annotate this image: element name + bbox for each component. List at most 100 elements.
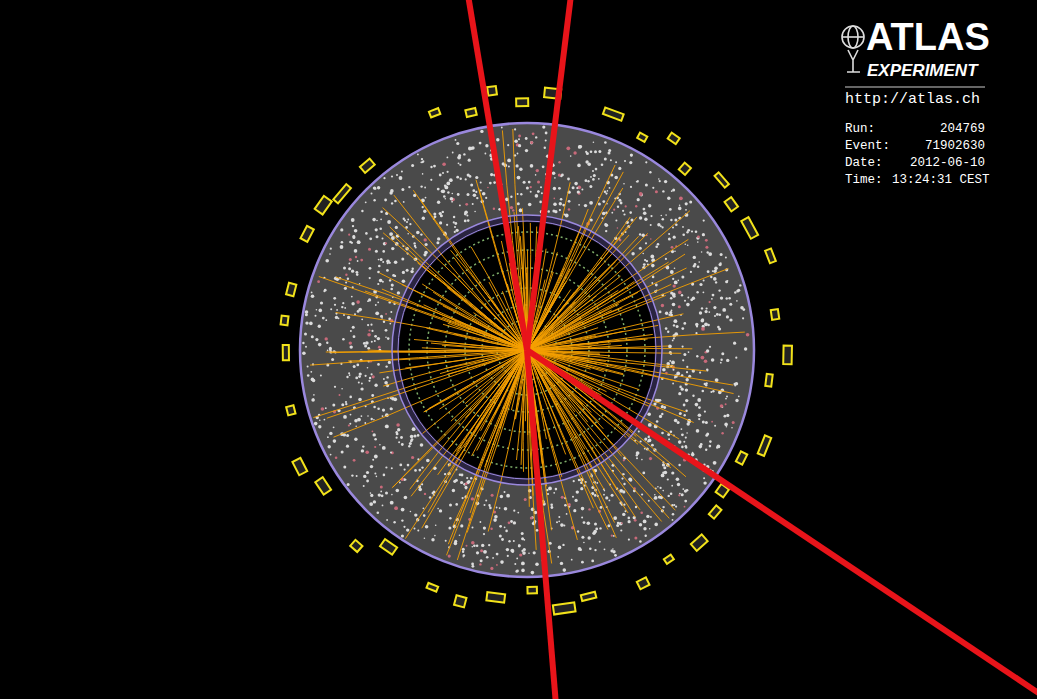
cell-hit [701, 251, 703, 253]
cell-hit [401, 188, 404, 191]
cell-hit [463, 556, 465, 558]
cell-hit [398, 441, 400, 443]
cell-hit [640, 440, 642, 442]
cell-hit [653, 403, 656, 406]
cell-hit [701, 307, 703, 309]
cell-hit [352, 225, 354, 227]
cell-hit [440, 214, 443, 217]
cell-hit [382, 415, 384, 417]
cell-hit [598, 150, 601, 153]
cell-hit [612, 548, 614, 550]
cell-hit [365, 451, 369, 455]
cell-hit [613, 209, 615, 211]
cell-hit [634, 537, 637, 540]
cell-hit [715, 378, 719, 382]
cell-hit [716, 313, 719, 316]
cell-hit [672, 340, 674, 342]
cell-hit [396, 437, 398, 439]
muon-chamber [360, 159, 375, 173]
cell-hit [424, 251, 428, 255]
cell-hit [623, 459, 625, 461]
cell-hit [517, 153, 519, 155]
cell-hit [682, 346, 684, 348]
cell-hit [335, 457, 338, 460]
cell-hit [353, 459, 356, 462]
cell-hit [676, 372, 680, 376]
cell-hit [731, 427, 733, 429]
cell-hit [316, 309, 318, 311]
cell-hit [674, 250, 676, 252]
cell-hit [431, 538, 434, 541]
cell-hit [393, 521, 395, 523]
cell-hit [434, 535, 436, 537]
cell-hit [673, 284, 676, 287]
cell-hit [318, 343, 322, 347]
cell-hit [507, 555, 509, 557]
cell-hit [610, 159, 612, 161]
cell-hit [535, 174, 537, 176]
cell-hit [645, 242, 647, 244]
cell-hit [533, 551, 536, 554]
cell-hit [562, 544, 564, 546]
cell-hit [361, 449, 364, 452]
cell-hit [305, 321, 308, 324]
cell-hit [500, 560, 504, 564]
cell-hit [687, 297, 689, 299]
cell-hit [389, 232, 393, 236]
particle-track [450, 350, 527, 447]
cell-hit [703, 291, 705, 293]
cell-hit [572, 186, 575, 189]
cell-hit [307, 366, 309, 368]
cell-hit [553, 492, 555, 494]
muon-chamber [286, 405, 295, 415]
cell-hit [480, 189, 482, 191]
cell-hit [396, 433, 399, 436]
cell-hit [586, 152, 589, 155]
cell-hit [544, 147, 546, 149]
cell-hit [454, 231, 456, 233]
cell-hit [641, 493, 643, 495]
particle-track [527, 350, 640, 510]
cell-hit [667, 331, 669, 333]
particle-track [527, 350, 628, 513]
cell-hit [341, 403, 344, 406]
cell-hit [668, 237, 671, 240]
cell-hit [516, 570, 519, 573]
cell-hit [566, 146, 570, 150]
cell-hit [378, 265, 381, 268]
cell-hit [382, 250, 385, 253]
cell-hit [371, 330, 373, 332]
cell-hit [642, 472, 645, 475]
cell-hit [419, 469, 422, 472]
cell-hit [602, 200, 605, 203]
cell-hit [377, 363, 380, 366]
cell-hit [349, 263, 351, 265]
cell-hit [518, 545, 521, 548]
cell-hit [558, 546, 562, 550]
cell-hit [385, 365, 387, 367]
cell-hit [692, 452, 694, 454]
cell-hit [580, 487, 583, 490]
cell-hit [385, 425, 389, 429]
cell-hit [382, 409, 385, 412]
cell-hit [604, 223, 606, 225]
cell-hit [394, 275, 396, 277]
cell-hit [640, 193, 643, 196]
particle-track [336, 313, 527, 351]
cell-hit [390, 501, 394, 505]
cell-hit [371, 418, 373, 420]
cell-hit [468, 147, 472, 151]
cell-hit [661, 413, 663, 415]
muon-chamber [315, 477, 331, 495]
cell-hit [361, 210, 363, 212]
cell-hit [686, 371, 688, 373]
cell-hit [720, 404, 724, 408]
muon-chamber [292, 458, 307, 475]
cell-hit [403, 218, 405, 220]
cell-hit [520, 193, 522, 195]
cell-hit [561, 174, 564, 177]
cell-hit [407, 219, 409, 221]
cell-hit [479, 563, 481, 565]
cell-hit [715, 281, 717, 283]
